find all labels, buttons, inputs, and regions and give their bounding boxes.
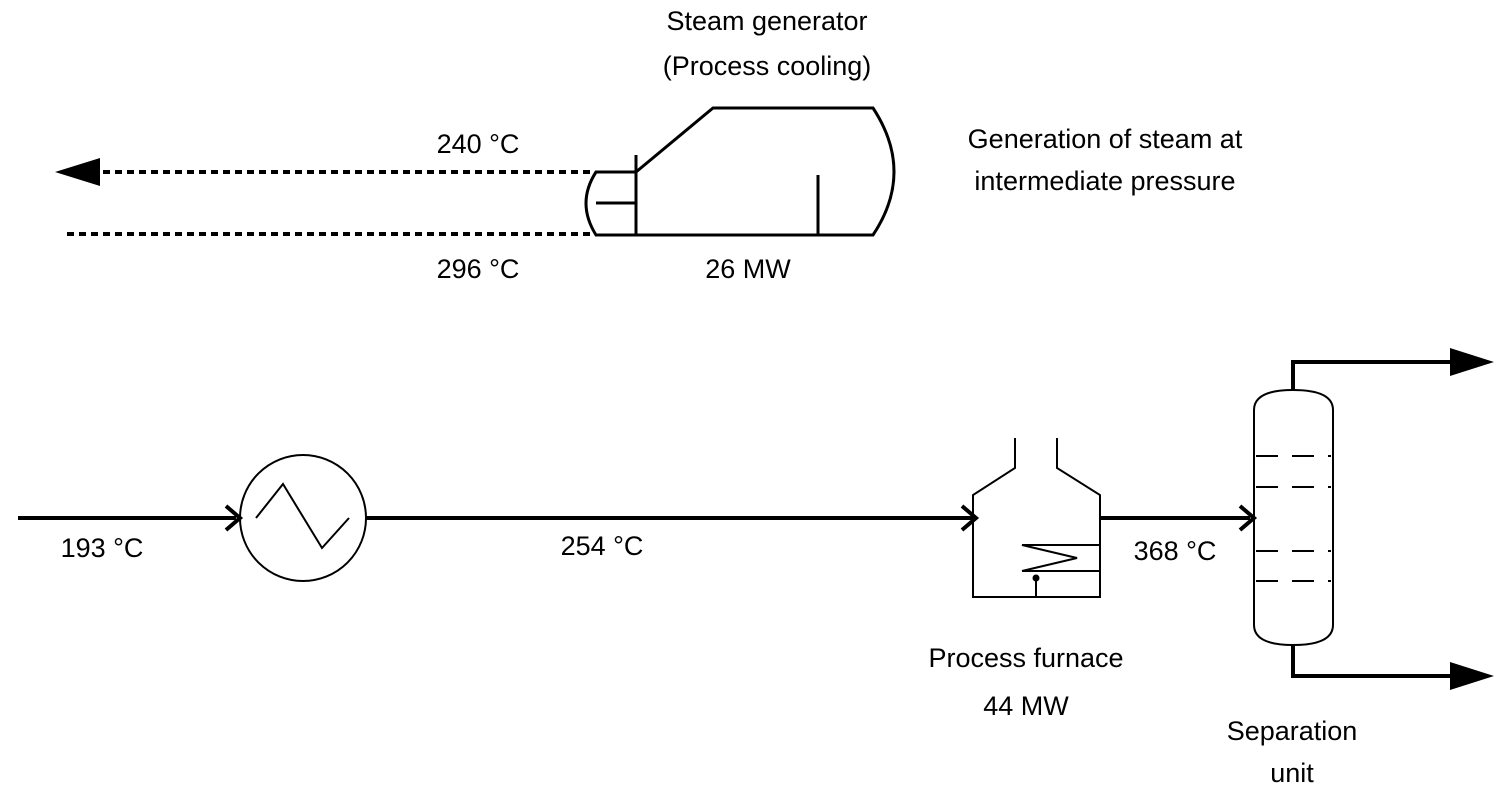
furnace-duty: 44 MW — [983, 691, 1069, 721]
steam-generator-body — [635, 106, 896, 237]
furnace-label: Process furnace — [928, 643, 1123, 673]
steam-generator-title: Steam generator — [666, 6, 867, 36]
furnace-inlet-arrow-icon — [960, 504, 980, 532]
furnace-coil — [1021, 544, 1100, 572]
burner-icon — [1032, 574, 1040, 582]
top-product-stream — [1291, 360, 1460, 390]
feed-temperature-label: 193 °C — [61, 533, 144, 563]
separator-label-line2: unit — [1270, 758, 1314, 788]
steam-generator-duty: 26 MW — [705, 254, 791, 284]
furnace-body — [972, 438, 1101, 598]
process-furnace-symbol — [972, 438, 1101, 598]
steam-note-line1: Generation of steam at — [968, 124, 1243, 154]
heat-exchanger-symbol — [239, 454, 367, 582]
preheated-temperature-label: 254 °C — [561, 531, 644, 561]
inlet-temperature-label: 296 °C — [437, 254, 520, 284]
arrow-right-icon — [1450, 348, 1494, 376]
steam-generator-subtitle: (Process cooling) — [663, 51, 872, 81]
arrow-right-icon — [1450, 662, 1494, 690]
heat-exchanger-coil — [255, 482, 350, 550]
outlet-temperature-label: 240 °C — [437, 129, 520, 159]
furnace-outlet-temperature-label: 368 °C — [1134, 536, 1217, 566]
separator-column — [1253, 388, 1334, 647]
bottom-product-stream — [1291, 645, 1460, 678]
separator-label-line1: Separation — [1227, 716, 1358, 746]
steam-generator-symbol — [584, 106, 896, 237]
steam-generator-channel-head — [584, 170, 636, 237]
arrow-left-icon — [55, 158, 100, 186]
steam-note-line2: intermediate pressure — [974, 166, 1235, 196]
process-line-group: 193 °C 254 °C 368 °C Process furnace 44 … — [18, 438, 1258, 721]
steam-generator-group: Steam generator (Process cooling) 240 °C… — [55, 6, 1243, 284]
separation-unit-group: Separation unit — [1227, 348, 1494, 788]
